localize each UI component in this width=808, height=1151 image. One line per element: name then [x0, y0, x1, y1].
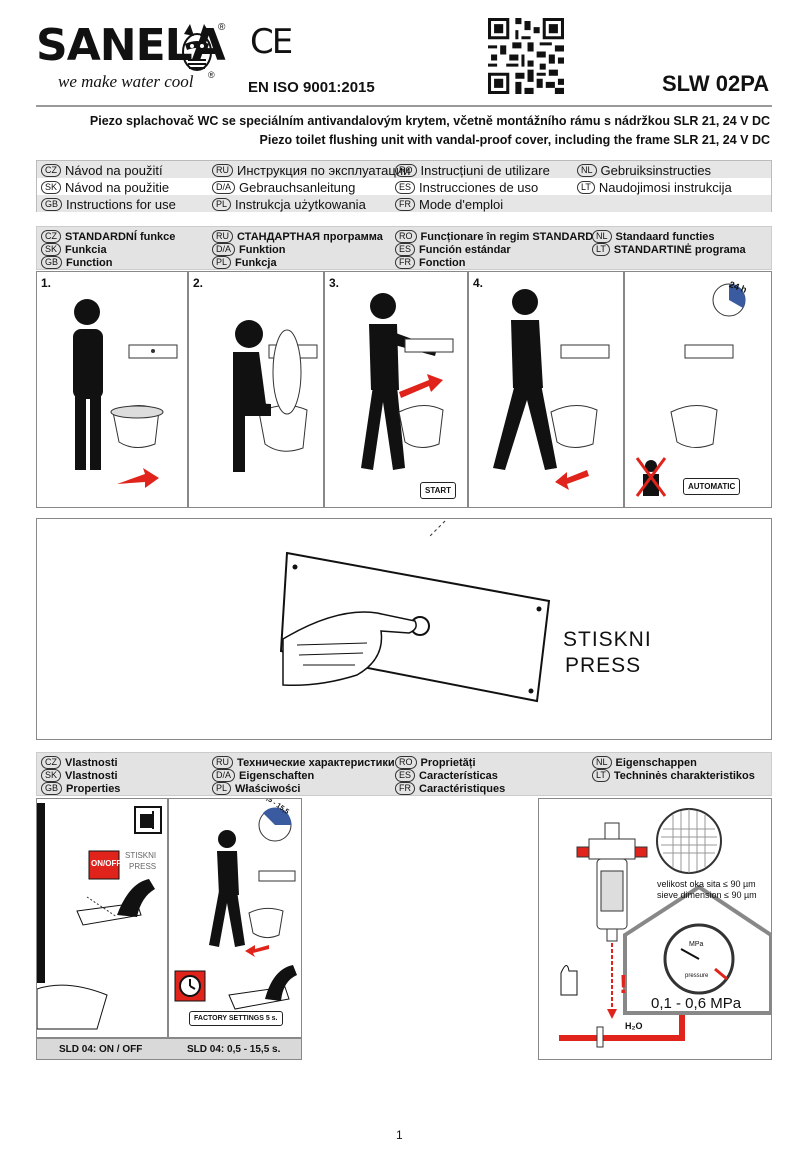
brand-tagline: we make water cool [58, 72, 194, 91]
brand-logo: SANELA ® we make water cool ® [36, 22, 226, 94]
factory-settings-label: FACTORY SETTINGS 5 s. [189, 1011, 283, 1026]
raccoon-mascot-icon [182, 24, 212, 71]
iso-certification: EN ISO 9001:2015 [248, 79, 375, 96]
subtitle-cz: Piezo splachovač WC se speciálním antiva… [89, 114, 770, 128]
step-panel-1: 1. [36, 271, 188, 508]
qr-code-icon[interactable] [488, 18, 564, 94]
step-number: 3. [329, 276, 340, 290]
stiskni-label: STISKNI [563, 628, 652, 651]
pressure-range: 0,1 - 0,6 MPa [651, 995, 742, 1012]
timing-illustration [174, 807, 297, 1010]
properties-footer: SLD 04: ON / OFF SLD 04: 0,5 - 15,5 s. [36, 1038, 302, 1060]
person-standing-illustration [73, 299, 178, 488]
pressure-property-panel: velikost oka sita ≤ 90 µm sieve dimensio… [538, 798, 772, 1060]
press-small: PRESS [129, 862, 157, 871]
sieve-cz: velikost oka sita ≤ 90 µm [657, 879, 756, 889]
header-divider [36, 105, 772, 107]
gauge-pressure-label: pressure [685, 973, 709, 979]
onoff-illustration [37, 803, 162, 1030]
model-number: SLW 02PA [662, 71, 770, 96]
gauge-unit: MPa [689, 941, 704, 948]
step-panel-2: 2. [188, 271, 324, 508]
subtitle-en: Piezo toilet flushing unit with vandal-p… [259, 133, 770, 147]
push-plate-illustration [279, 520, 551, 703]
automatic-label: AUTOMATIC [683, 478, 741, 495]
person-pressing-button-illustration [361, 293, 454, 470]
step-number: 1. [41, 276, 52, 290]
onoff-button-label: ON/OFF [91, 859, 122, 868]
start-label: START [420, 482, 457, 499]
footer-timing: SLD 04: 0,5 - 15,5 s. [187, 1044, 281, 1055]
filter-pressure-illustration [559, 808, 771, 1048]
tagline-registered-mark: ® [208, 70, 215, 80]
ce-mark: CE [250, 22, 293, 62]
press-panel: STISKNI PRESS [36, 518, 772, 740]
step-number: 4. [473, 276, 484, 290]
step-number: 2. [193, 276, 204, 290]
step-panel-auto: 24 h AUTOMATIC [624, 271, 772, 508]
page-number: 1 [396, 1128, 403, 1142]
automatic-flush-illustration [635, 283, 746, 497]
person-sitting-illustration [233, 320, 318, 472]
person-leaving-illustration [493, 289, 610, 490]
warning-mark: ! [619, 969, 628, 999]
timing-property-panel: 0,5 - 15,5 FACTORY SETTINGS 5 s. [168, 798, 302, 1038]
stiskni-small: STISKNI [125, 851, 157, 860]
footer-onoff: SLD 04: ON / OFF [59, 1044, 143, 1055]
water-label: H₂O [625, 1021, 643, 1031]
sieve-en: sieve dimension ≤ 90 µm [657, 890, 757, 900]
press-label: PRESS [565, 654, 642, 677]
step-panel-3: 3. START [324, 271, 468, 508]
step-panel-4: 4. [468, 271, 624, 508]
onoff-property-panel: ON/OFF STISKNI PRESS [36, 798, 168, 1038]
registered-mark: ® [218, 22, 226, 33]
